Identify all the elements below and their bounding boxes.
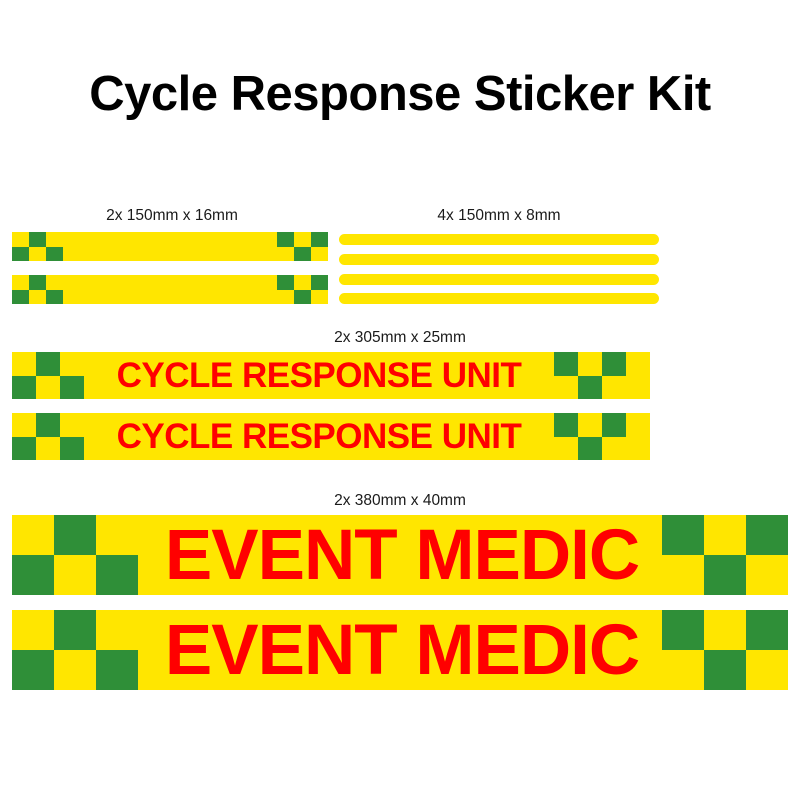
sticker-text-event-medic: EVENT MEDIC	[164, 610, 640, 690]
checker-cell	[46, 289, 63, 304]
sticker-text-cycle-response-unit: CYCLE RESPONSE UNIT	[116, 355, 522, 395]
checker-cell	[311, 275, 328, 290]
checker-cell	[704, 555, 746, 595]
checker-cell	[12, 436, 36, 460]
checker-cell	[12, 246, 29, 261]
sticker-text-cycle-response-unit: CYCLE RESPONSE UNIT	[116, 416, 522, 456]
checker-cell	[36, 413, 60, 437]
checker-cell	[12, 650, 54, 690]
sticker-150x8-4[interactable]	[339, 293, 659, 304]
checker-cell	[12, 375, 36, 399]
checker-cell	[12, 555, 54, 595]
checker-cell	[662, 610, 704, 650]
sticker-305x25-1[interactable]: CYCLE RESPONSE UNIT	[12, 352, 650, 399]
checker-cell	[36, 352, 60, 376]
checker-cell	[12, 289, 29, 304]
checker-cell	[746, 610, 788, 650]
checker-cell	[602, 352, 626, 376]
checker-cell	[578, 436, 602, 460]
size-label-150x8: 4x 150mm x 8mm	[437, 207, 561, 224]
size-label-150x16: 2x 150mm x 16mm	[106, 207, 238, 224]
checker-cell	[277, 232, 294, 247]
checker-cell	[746, 515, 788, 555]
size-label-305x25: 2x 305mm x 25mm	[334, 329, 466, 346]
checker-cell	[54, 610, 96, 650]
checker-cell	[554, 352, 578, 376]
checker-cell	[294, 289, 311, 304]
sticker-150x16-2[interactable]	[12, 275, 328, 304]
sticker-305x25-2[interactable]: CYCLE RESPONSE UNIT	[12, 413, 650, 460]
checker-cell	[29, 275, 46, 290]
checker-cell	[60, 436, 84, 460]
checker-cell	[96, 650, 138, 690]
sticker-380x40-1[interactable]: EVENT MEDIC	[12, 515, 788, 595]
checker-cell	[578, 375, 602, 399]
checker-cell	[662, 515, 704, 555]
checker-cell	[311, 232, 328, 247]
page-title: Cycle Response Sticker Kit	[89, 67, 711, 121]
sticker-150x8-2[interactable]	[339, 254, 659, 265]
checker-cell	[96, 555, 138, 595]
sticker-380x40-2[interactable]: EVENT MEDIC	[12, 610, 788, 690]
checker-cell	[277, 275, 294, 290]
sticker-150x8-3[interactable]	[339, 274, 659, 285]
checker-cell	[294, 246, 311, 261]
checker-cell	[54, 515, 96, 555]
checker-cell	[46, 246, 63, 261]
checker-cell	[60, 375, 84, 399]
checker-cell	[29, 232, 46, 247]
sticker-text-event-medic: EVENT MEDIC	[164, 515, 640, 595]
checker-cell	[554, 413, 578, 437]
sticker-150x16-1[interactable]	[12, 232, 328, 261]
checker-cell	[602, 413, 626, 437]
sticker-150x8-1[interactable]	[339, 234, 659, 245]
checker-cell	[704, 650, 746, 690]
size-label-380x40: 2x 380mm x 40mm	[334, 492, 466, 509]
